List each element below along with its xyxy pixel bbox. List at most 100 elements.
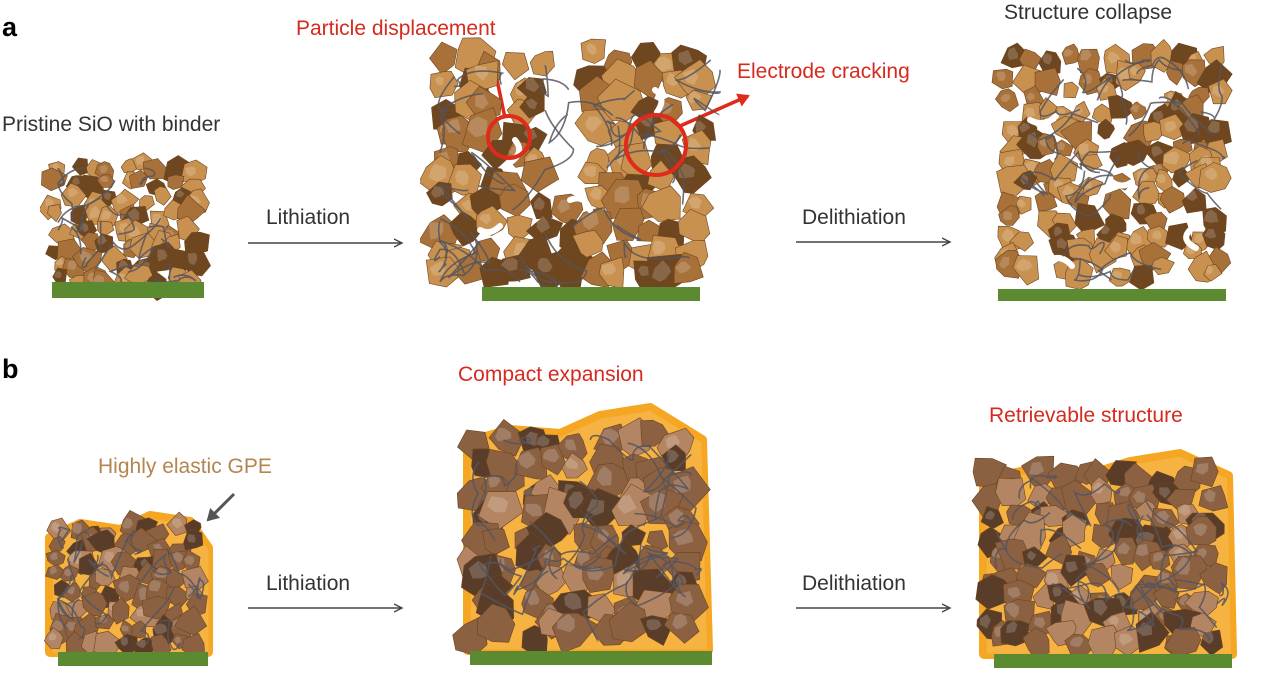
particle [1166,60,1185,86]
binder-strand [127,234,156,273]
binder-strand [1062,582,1124,603]
lithiation-label-b: Lithiation [266,572,351,595]
binder-strand [624,555,680,579]
particle [1110,564,1134,591]
particle [1198,162,1232,193]
particle [668,521,708,562]
particle [663,612,700,644]
particle [980,506,1004,530]
binder-strand [1158,96,1201,136]
particle [1198,485,1229,512]
binder-strand [139,167,156,185]
binder-strand [540,65,570,98]
collapsed-electrode [991,38,1233,301]
current-collector [58,652,208,666]
binder-strand [139,586,175,645]
crack [508,137,523,165]
lithiation-label-a: Lithiation [266,206,351,229]
binder-strand [124,529,143,556]
binder-strand [528,520,618,557]
binder-strand [1078,267,1136,281]
binder-strand [994,511,1051,569]
binder-strand [589,434,652,461]
particle [677,208,711,245]
particle [1133,539,1162,572]
particle [1104,234,1128,260]
binder-strand [1072,482,1121,527]
binder-strand [187,577,201,600]
binder-strand [1126,585,1155,632]
particle [47,204,62,223]
particle [1199,562,1228,595]
binder-strand [1076,67,1114,101]
crack [1107,177,1135,189]
binder-strand [73,531,91,563]
gpe-pointer-arrow [206,492,236,522]
particle [612,207,645,241]
binder-strand [1024,150,1101,182]
particle [525,215,564,243]
particle [1203,264,1223,282]
particle [995,477,1027,507]
particle [582,556,615,594]
binder-strand [1073,257,1104,282]
binder-strand [512,544,542,596]
particle [71,157,89,176]
binder-strand [1127,503,1144,541]
particle [520,156,560,193]
compact-expansion-label: Compact expansion [458,363,644,386]
binder-strand [1115,59,1146,125]
binder-strand [57,216,82,231]
particle [580,38,607,64]
binder-strand [439,217,477,283]
delithiation-label-b: Delithiation [802,572,906,595]
binder-strand [627,442,697,539]
particle [429,70,459,99]
particle [1147,225,1172,248]
binder-strand [580,512,627,555]
binder-strand [621,471,693,540]
particle [529,50,555,77]
particle [1097,118,1115,140]
binder-strand [470,151,517,192]
binder-strand [606,114,640,138]
crack [1047,255,1075,269]
binder-strand [661,560,703,576]
binder-strand [477,463,519,507]
pristine-electrode [40,152,211,301]
delithiation-label-a: Delithiation [802,206,906,229]
binder-strand [551,480,599,575]
binder-strand [138,552,173,586]
particle [1181,187,1207,214]
binder-strand [642,453,692,493]
particle-displacement-label: Particle displacement [296,17,496,40]
binder-strand [514,557,603,591]
binder-strand [1097,251,1162,281]
binder-strand [437,220,448,273]
particle [1039,505,1068,527]
panel-letter-a: a [2,12,18,42]
particle [501,51,530,81]
binder-strand [1079,163,1115,189]
structure-collapse-label: Structure collapse [1004,1,1173,24]
binder-strand [1020,176,1049,197]
particle [608,601,649,643]
particle [1077,48,1100,74]
particle [1102,188,1132,220]
particle [1012,255,1040,286]
particle [1015,195,1032,215]
particle [1034,191,1058,212]
particle [167,174,185,190]
binder-strand [1124,58,1151,65]
binder-strand [1039,528,1082,550]
particle [1022,546,1048,567]
binder-strand [57,167,66,187]
particle [1084,562,1112,588]
electrode-cracking-label: Electrode cracking [737,60,910,83]
binder-strand [582,543,642,642]
highlight-ring [486,114,532,160]
particle [1060,554,1089,588]
binder-strand [57,167,84,222]
gpe-pristine-electrode [43,510,213,666]
binder-strand [1123,586,1155,627]
